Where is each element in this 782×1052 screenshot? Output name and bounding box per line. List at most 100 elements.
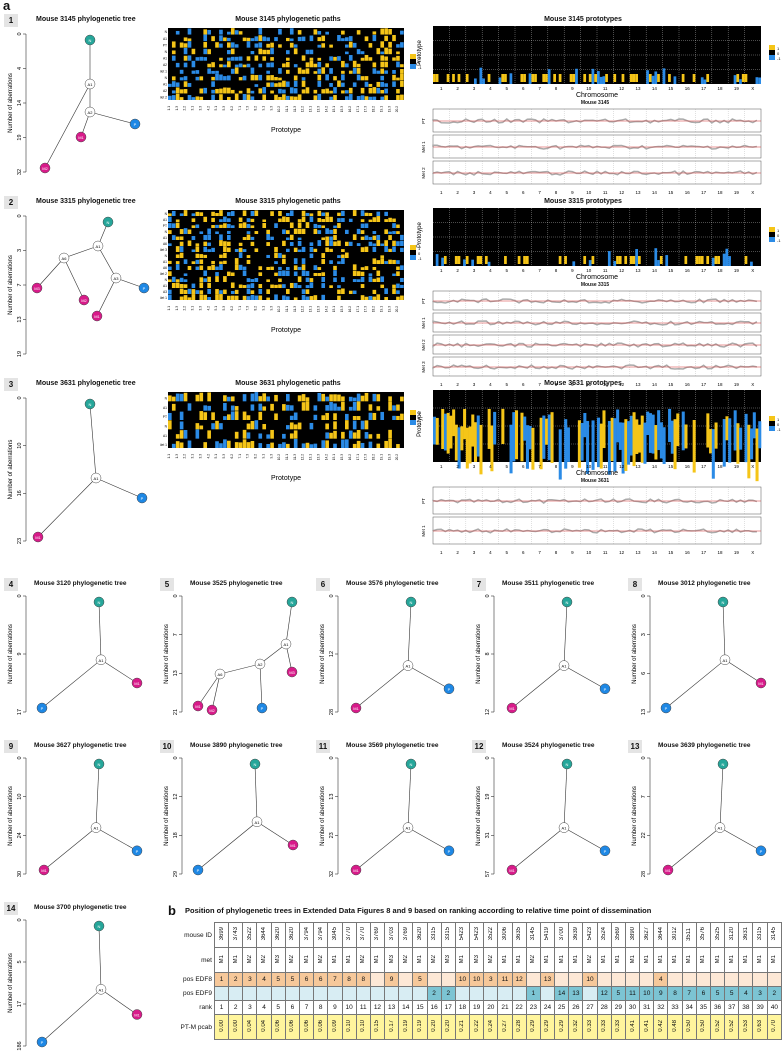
table-cell: 7 bbox=[298, 1000, 315, 1015]
tree-axis-tick: 0 bbox=[17, 594, 23, 597]
table-cell: 0.53 bbox=[738, 1014, 754, 1040]
table-cell: 0.33 bbox=[596, 1014, 612, 1040]
table-cell: 2 bbox=[766, 986, 782, 1001]
tree-node-P bbox=[660, 702, 672, 714]
svg-text:11.1: 11.1 bbox=[285, 306, 289, 312]
table-cell: M2 bbox=[525, 947, 541, 973]
svg-text:A1: A1 bbox=[163, 218, 167, 222]
svg-text:16.2: 16.2 bbox=[348, 306, 352, 312]
table-cell bbox=[766, 972, 782, 987]
table-cell: 0.41 bbox=[624, 1014, 641, 1040]
svg-text:2: 2 bbox=[456, 86, 459, 91]
svg-text:A1: A1 bbox=[163, 236, 167, 240]
tree-node-N bbox=[93, 920, 105, 932]
table-cell bbox=[384, 986, 400, 1001]
svg-text:17: 17 bbox=[701, 464, 707, 469]
table-cell: 3743 bbox=[228, 922, 244, 948]
table-cell bbox=[539, 986, 556, 1001]
table-cell: 2 bbox=[228, 1000, 244, 1015]
svg-text:11: 11 bbox=[603, 268, 608, 273]
svg-text:A2: A2 bbox=[163, 63, 167, 67]
table-cell: M2 bbox=[355, 947, 371, 973]
table-cell: 1 bbox=[525, 986, 541, 1001]
svg-text:1: 1 bbox=[418, 246, 421, 251]
table-cell: 8 bbox=[355, 972, 371, 987]
svg-text:5.3: 5.3 bbox=[222, 306, 226, 311]
tree-axis-tick: 19 bbox=[17, 351, 23, 357]
table-cell bbox=[568, 972, 584, 987]
table-cell: 0.63 bbox=[752, 1014, 768, 1040]
table-cell: 8 bbox=[667, 986, 683, 1001]
svg-text:10.2: 10.2 bbox=[277, 306, 281, 312]
tree-node-A1 bbox=[95, 984, 107, 995]
svg-text:18: 18 bbox=[717, 382, 723, 387]
svg-text:M1: M1 bbox=[509, 706, 515, 711]
table-cell bbox=[355, 986, 371, 1001]
table-cell: M2 bbox=[483, 947, 499, 973]
row-label: mouse ID bbox=[184, 931, 212, 939]
table-cell: 26 bbox=[568, 1000, 584, 1015]
tree-axis-tick: 13 bbox=[17, 316, 23, 322]
svg-text:3.1: 3.1 bbox=[191, 306, 195, 311]
svg-text:M2: M2 bbox=[209, 708, 215, 713]
table-cell: 8 bbox=[341, 972, 357, 987]
table-cell: M3 bbox=[270, 947, 286, 973]
table-cell bbox=[724, 972, 740, 987]
table-cell: M1 bbox=[341, 947, 357, 973]
svg-text:1.3: 1.3 bbox=[175, 454, 179, 459]
tree-node-M1 bbox=[192, 700, 204, 712]
svg-text:18.2: 18.2 bbox=[372, 454, 376, 460]
panel-number: 6 bbox=[316, 578, 330, 591]
svg-text:8.2: 8.2 bbox=[254, 454, 258, 459]
tree-node-P bbox=[599, 845, 611, 857]
table-cell: 3145 bbox=[525, 922, 541, 948]
table-cell: 0.00 bbox=[228, 1014, 244, 1040]
svg-text:A1: A1 bbox=[99, 987, 105, 992]
tree-axis-tick: 28 bbox=[329, 709, 335, 715]
tree-axis-tick: 9 bbox=[17, 652, 23, 655]
svg-text:A1: A1 bbox=[406, 826, 412, 831]
table-cell: 3631 bbox=[738, 922, 754, 948]
svg-text:1.1: 1.1 bbox=[167, 306, 171, 311]
tree-node-A2 bbox=[254, 658, 266, 670]
table-cell: 5 bbox=[412, 972, 428, 987]
svg-text:0: 0 bbox=[777, 51, 780, 56]
svg-text:N: N bbox=[254, 762, 257, 767]
svg-text:A3: A3 bbox=[163, 290, 167, 294]
svg-text:16: 16 bbox=[685, 550, 691, 555]
svg-text:M1: M1 bbox=[35, 535, 41, 540]
svg-text:2: 2 bbox=[456, 550, 459, 555]
table-cell: 7 bbox=[681, 986, 697, 1001]
svg-text:X: X bbox=[751, 550, 754, 555]
svg-text:18: 18 bbox=[717, 86, 723, 91]
svg-text:9.3: 9.3 bbox=[269, 306, 273, 311]
svg-text:8: 8 bbox=[555, 268, 558, 273]
table-cell: 0.52 bbox=[724, 1014, 740, 1040]
table-cell: 3120 bbox=[724, 922, 740, 948]
svg-text:17.1: 17.1 bbox=[356, 306, 360, 312]
svg-text:P: P bbox=[197, 868, 200, 873]
tree-node-N bbox=[286, 596, 298, 608]
svg-text:A1: A1 bbox=[718, 826, 724, 831]
svg-text:A1: A1 bbox=[562, 826, 568, 831]
panel-number: 5 bbox=[160, 578, 174, 591]
tree-node-P bbox=[256, 702, 268, 714]
svg-text:A2: A2 bbox=[258, 662, 264, 667]
svg-text:N: N bbox=[722, 762, 725, 767]
svg-text:1: 1 bbox=[440, 190, 443, 195]
svg-text:5: 5 bbox=[506, 268, 509, 273]
svg-text:5.3: 5.3 bbox=[222, 454, 226, 459]
tree-node-A1 bbox=[714, 822, 726, 833]
table-cell: 0.33 bbox=[610, 1014, 626, 1040]
tree-axis-tick: 0 bbox=[17, 396, 23, 399]
table-cell: 3644 bbox=[256, 922, 272, 948]
table-cell bbox=[313, 986, 329, 1001]
tree-axis-tick: 14 bbox=[17, 100, 23, 106]
table-cell: M3 bbox=[384, 947, 400, 973]
table-cell: 3576 bbox=[695, 922, 711, 948]
table-cell: 0.27 bbox=[497, 1014, 513, 1040]
